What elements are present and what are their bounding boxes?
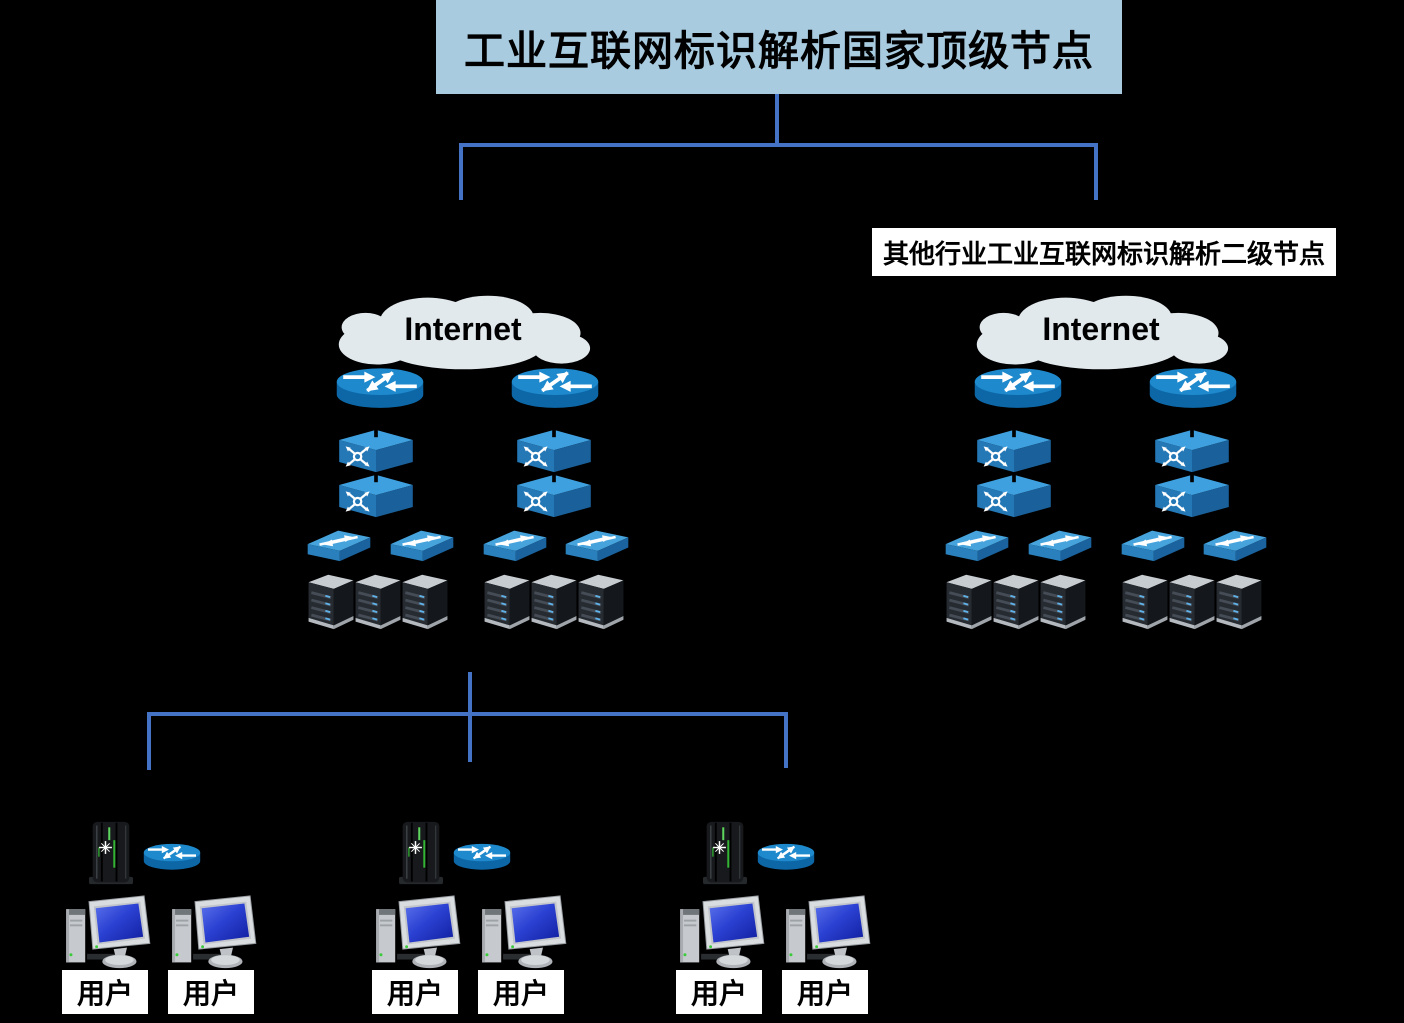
- rack-server-icon: [992, 572, 1040, 630]
- user-label-text: 用户: [182, 978, 239, 1009]
- multilayer-switch-icon: [337, 428, 415, 474]
- rack-server-icon: [530, 572, 578, 630]
- workgroup-switch-icon: [306, 526, 372, 564]
- user-group: 用户 用户: [370, 818, 670, 1018]
- desktop-computer-icon: [170, 894, 258, 970]
- desktop-computer-icon: [480, 894, 568, 970]
- cluster-secondary-node: Internet: [943, 290, 1263, 635]
- workgroup-switch-icon: [1120, 526, 1186, 564]
- tower-server-icon: [84, 820, 138, 886]
- internet-label: Internet: [404, 311, 522, 347]
- multilayer-switch-icon: [975, 428, 1053, 474]
- workgroup-switch-icon: [564, 526, 630, 564]
- multilayer-switch-icon: [515, 428, 593, 474]
- rack-server-icon: [483, 572, 531, 630]
- router-icon: [972, 367, 1064, 413]
- secondary-node-label: 其他行业工业互联网标识解析二级节点: [872, 228, 1336, 276]
- internet-label: Internet: [1042, 311, 1160, 347]
- connector-line: [1094, 145, 1098, 200]
- user-label: 用户: [168, 970, 254, 1014]
- connector-line: [147, 712, 788, 716]
- rack-server-icon: [1168, 572, 1216, 630]
- workgroup-switch-icon: [1027, 526, 1093, 564]
- rack-server-icon: [577, 572, 625, 630]
- user-label: 用户: [478, 970, 564, 1014]
- secondary-node-label-text: 其他行业工业互联网标识解析二级节点: [882, 238, 1325, 269]
- connector-line: [459, 145, 463, 200]
- user-label-text: 用户: [796, 978, 853, 1009]
- user-group: 用户 用户: [674, 818, 974, 1018]
- multilayer-switch-icon: [337, 473, 415, 519]
- router-icon: [1147, 367, 1239, 413]
- router-icon: [509, 367, 601, 413]
- connector-line: [784, 714, 788, 768]
- user-label: 用户: [62, 970, 148, 1014]
- user-group: 用户 用户: [60, 818, 360, 1018]
- rack-server-icon: [1121, 572, 1169, 630]
- user-label-text: 用户: [76, 978, 133, 1009]
- rack-server-icon: [354, 572, 402, 630]
- workgroup-switch-icon: [944, 526, 1010, 564]
- desktop-computer-icon: [678, 894, 766, 970]
- workgroup-switch-icon: [1202, 526, 1268, 564]
- tower-server-icon: [698, 820, 752, 886]
- connector-line: [147, 714, 151, 770]
- connector-line: [459, 143, 1098, 147]
- user-label-text: 用户: [492, 978, 549, 1009]
- connector-line: [468, 672, 472, 762]
- connector-line: [775, 94, 779, 145]
- rack-server-icon: [307, 572, 355, 630]
- rack-server-icon: [1039, 572, 1087, 630]
- top-node-banner: 工业互联网标识解析国家顶级节点: [436, 0, 1122, 94]
- cluster-national-top-node: Internet: [305, 290, 625, 635]
- user-label-text: 用户: [386, 978, 443, 1009]
- desktop-computer-icon: [784, 894, 872, 970]
- router-icon: [334, 367, 426, 413]
- user-label: 用户: [676, 970, 762, 1014]
- desktop-computer-icon: [374, 894, 462, 970]
- router-icon: [452, 838, 512, 878]
- top-node-title: 工业互联网标识解析国家顶级节点: [464, 28, 1094, 74]
- router-icon: [756, 838, 816, 878]
- user-label: 用户: [782, 970, 868, 1014]
- multilayer-switch-icon: [975, 473, 1053, 519]
- multilayer-switch-icon: [1153, 428, 1231, 474]
- user-label: 用户: [372, 970, 458, 1014]
- workgroup-switch-icon: [482, 526, 548, 564]
- multilayer-switch-icon: [1153, 473, 1231, 519]
- multilayer-switch-icon: [515, 473, 593, 519]
- rack-server-icon: [1215, 572, 1263, 630]
- tower-server-icon: [394, 820, 448, 886]
- rack-server-icon: [401, 572, 449, 630]
- workgroup-switch-icon: [389, 526, 455, 564]
- rack-server-icon: [945, 572, 993, 630]
- user-label-text: 用户: [690, 978, 747, 1009]
- router-icon: [142, 838, 202, 878]
- desktop-computer-icon: [64, 894, 152, 970]
